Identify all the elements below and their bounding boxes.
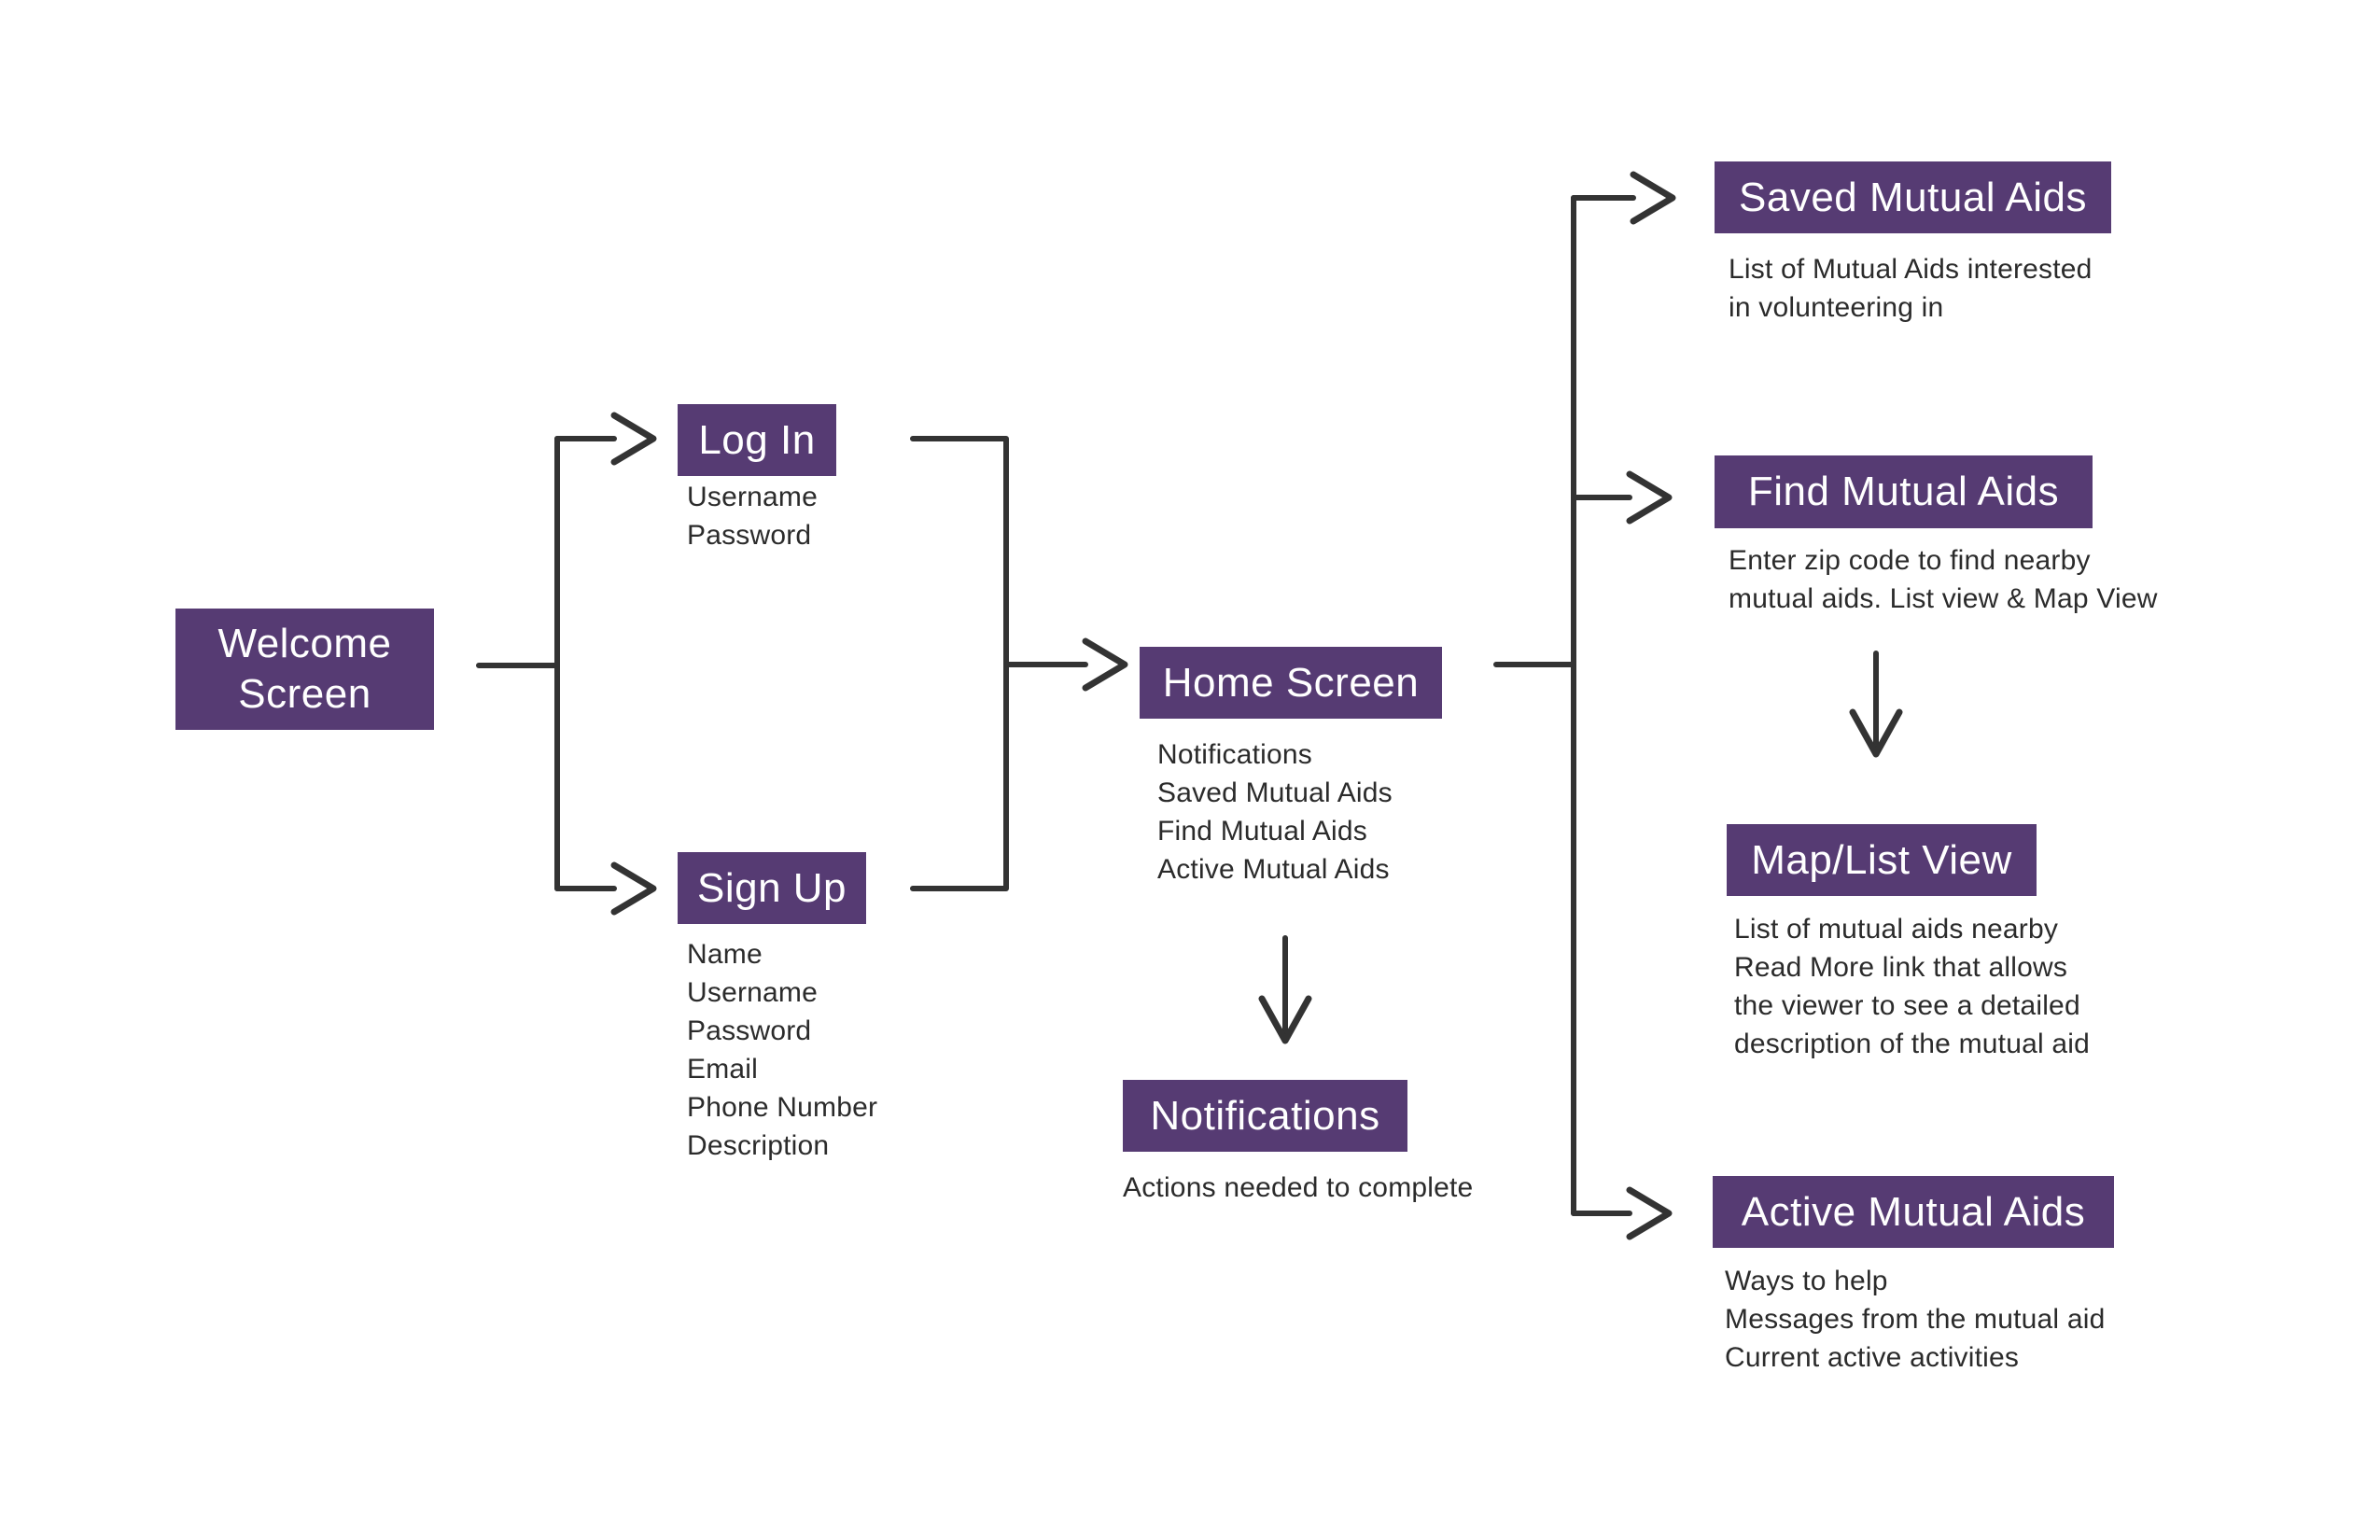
- arrowhead-find-icon: [1626, 470, 1673, 525]
- node-map-list-view: Map/List View: [1727, 824, 2037, 896]
- node-home-screen: Home Screen: [1140, 647, 1442, 719]
- node-notifications-description: Actions needed to complete: [1123, 1172, 1474, 1203]
- arrowhead-signup-icon: [610, 861, 657, 916]
- node-active-mutual-aids-label: Active Mutual Aids: [1741, 1188, 2086, 1235]
- node-notifications-label: Notifications: [1150, 1092, 1380, 1139]
- node-find-mutual-aids-label: Find Mutual Aids: [1747, 469, 2060, 514]
- node-find-mutual-aids-description: Enter zip code to find nearby mutual aid…: [1729, 545, 2158, 614]
- node-active-mutual-aids: Active Mutual Aids: [1713, 1176, 2114, 1248]
- node-welcome-screen: Welcome Screen: [175, 609, 434, 730]
- node-home-screen-label: Home Screen: [1162, 659, 1420, 706]
- node-sign-up: Sign Up: [678, 852, 866, 924]
- node-log-in: Log In: [678, 404, 836, 476]
- node-log-in-label: Log In: [698, 416, 816, 463]
- arrowhead-maplist-icon: [1849, 708, 1903, 758]
- arrowhead-home-icon: [1082, 637, 1128, 692]
- node-log-in-description: Username Password: [687, 482, 818, 551]
- node-find-mutual-aids: Find Mutual Aids: [1715, 455, 2093, 528]
- node-saved-mutual-aids: Saved Mutual Aids: [1715, 161, 2111, 233]
- arrowhead-login-icon: [610, 412, 657, 466]
- arrowhead-saved-icon: [1630, 171, 1676, 225]
- connector-welcome-branch: [476, 436, 560, 891]
- node-welcome-screen-label: Welcome Screen: [217, 621, 392, 717]
- node-sign-up-label: Sign Up: [696, 864, 847, 911]
- node-saved-mutual-aids-label: Saved Mutual Aids: [1739, 174, 2087, 220]
- node-sign-up-description: Name Username Password Email Phone Numbe…: [687, 939, 878, 1161]
- node-active-mutual-aids-description: Ways to help Messages from the mutual ai…: [1725, 1266, 2106, 1373]
- node-map-list-view-label: Map/List View: [1751, 836, 2012, 883]
- arrowhead-active-icon: [1626, 1186, 1673, 1240]
- node-saved-mutual-aids-description: List of Mutual Aids interested in volunt…: [1729, 254, 2093, 323]
- node-map-list-view-description: List of mutual aids nearby Read More lin…: [1734, 914, 2091, 1059]
- arrowhead-notifications-icon: [1258, 995, 1312, 1044]
- connector-merge: [910, 436, 1009, 891]
- node-notifications: Notifications: [1123, 1080, 1407, 1152]
- connector-home-trunk: [1493, 195, 1576, 1216]
- node-home-screen-description: Notifications Saved Mutual Aids Find Mut…: [1157, 739, 1393, 885]
